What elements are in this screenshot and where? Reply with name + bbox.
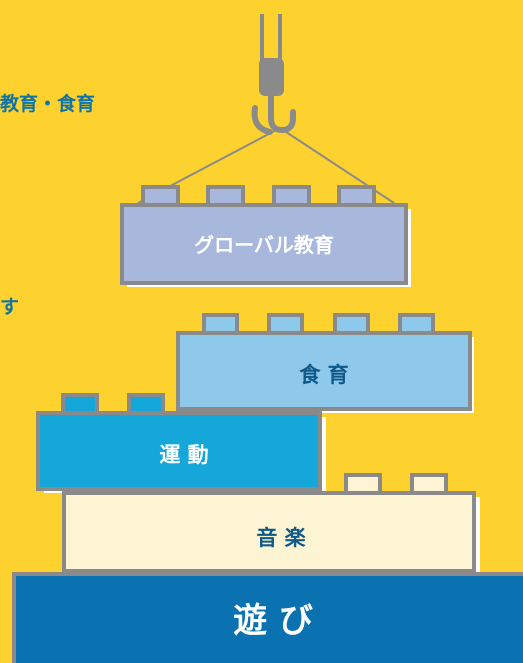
block-food-education: 食 育 bbox=[176, 313, 474, 413]
block-exercise: 運 動 bbox=[36, 393, 326, 493]
global-education-label: グローバル教育 bbox=[194, 233, 334, 257]
food-education-label: 食 育 bbox=[299, 363, 348, 387]
heading-fragment-2: す bbox=[0, 296, 20, 318]
play-label: 遊 び bbox=[233, 601, 313, 641]
music-label: 音 楽 bbox=[256, 526, 306, 550]
block-music: 音 楽 bbox=[62, 473, 480, 575]
block-global-education: グローバル教育 bbox=[120, 185, 411, 287]
heading-fragment-1: 教育・食育 bbox=[0, 93, 96, 115]
crane-hook-icon bbox=[137, 14, 395, 204]
exercise-label: 運 動 bbox=[159, 443, 208, 467]
block-play: 遊 び bbox=[12, 572, 523, 663]
